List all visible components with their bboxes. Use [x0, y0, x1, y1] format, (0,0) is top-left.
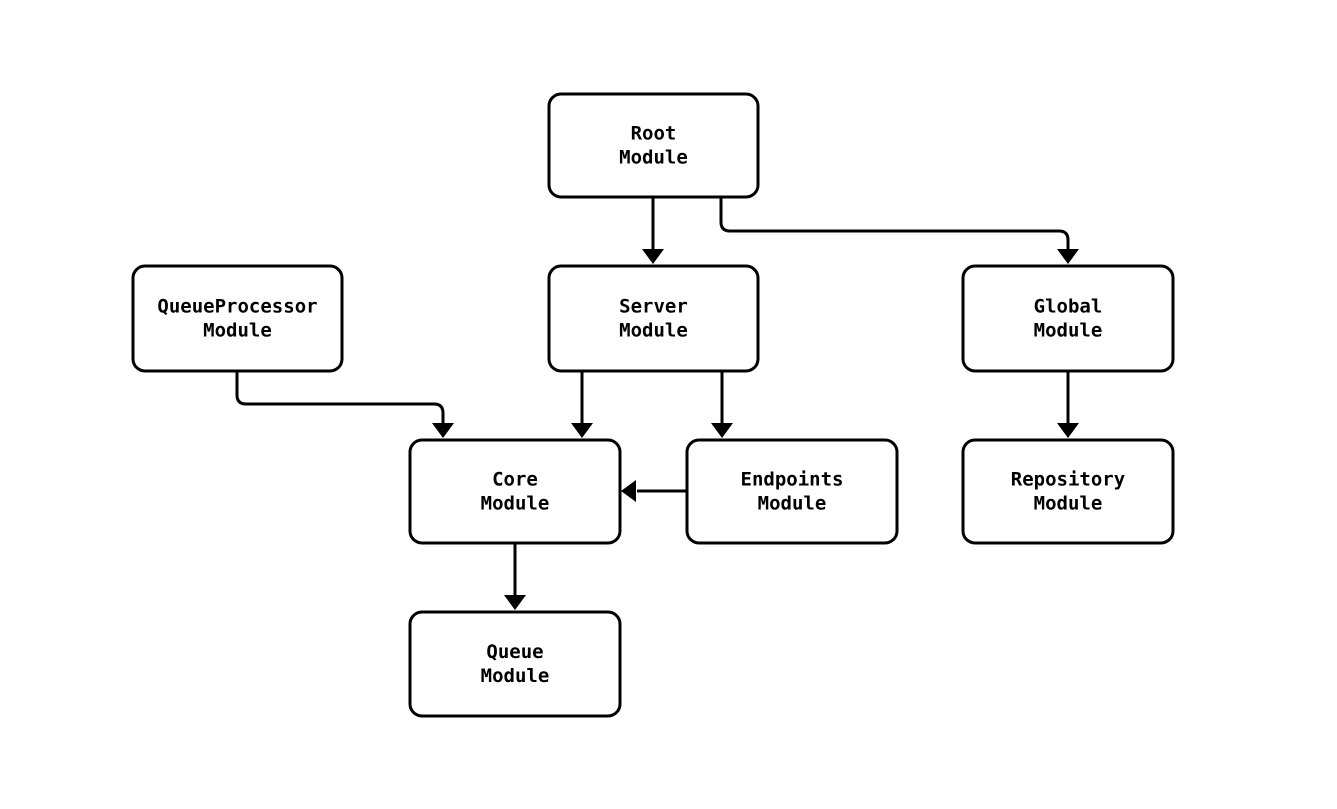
- queueprocessor-module-box[interactable]: [131, 264, 344, 373]
- edge-queueprocessor-to-core: [235, 371, 454, 438]
- edge-core-to-queue: [504, 543, 526, 610]
- arrowhead-icon: [621, 480, 636, 502]
- arrowhead-icon: [1057, 249, 1079, 264]
- arrowhead-icon: [504, 595, 526, 610]
- arrowhead-icon: [432, 423, 454, 438]
- edge-global-to-repository: [1057, 371, 1079, 438]
- arrowhead-icon: [642, 249, 664, 264]
- edge-root-to-global: [719, 197, 1079, 264]
- queue-module-box[interactable]: [408, 610, 622, 718]
- root-module-box[interactable]: [547, 92, 760, 199]
- server-module-box[interactable]: [547, 264, 760, 373]
- arrowhead-icon: [571, 423, 593, 438]
- endpoints-module-box[interactable]: [685, 438, 899, 545]
- arrowhead-icon: [1057, 423, 1079, 438]
- edge-server-to-core: [571, 371, 593, 438]
- edge-server-to-endpoints: [711, 371, 733, 438]
- edge-root-to-server: [642, 197, 664, 264]
- edge-endpoints-to-core: [621, 480, 687, 502]
- arrowhead-icon: [711, 423, 733, 438]
- repository-module-box[interactable]: [961, 438, 1175, 545]
- edges-layer: [235, 197, 1079, 610]
- global-module-box[interactable]: [961, 264, 1175, 373]
- core-module-box[interactable]: [408, 438, 622, 545]
